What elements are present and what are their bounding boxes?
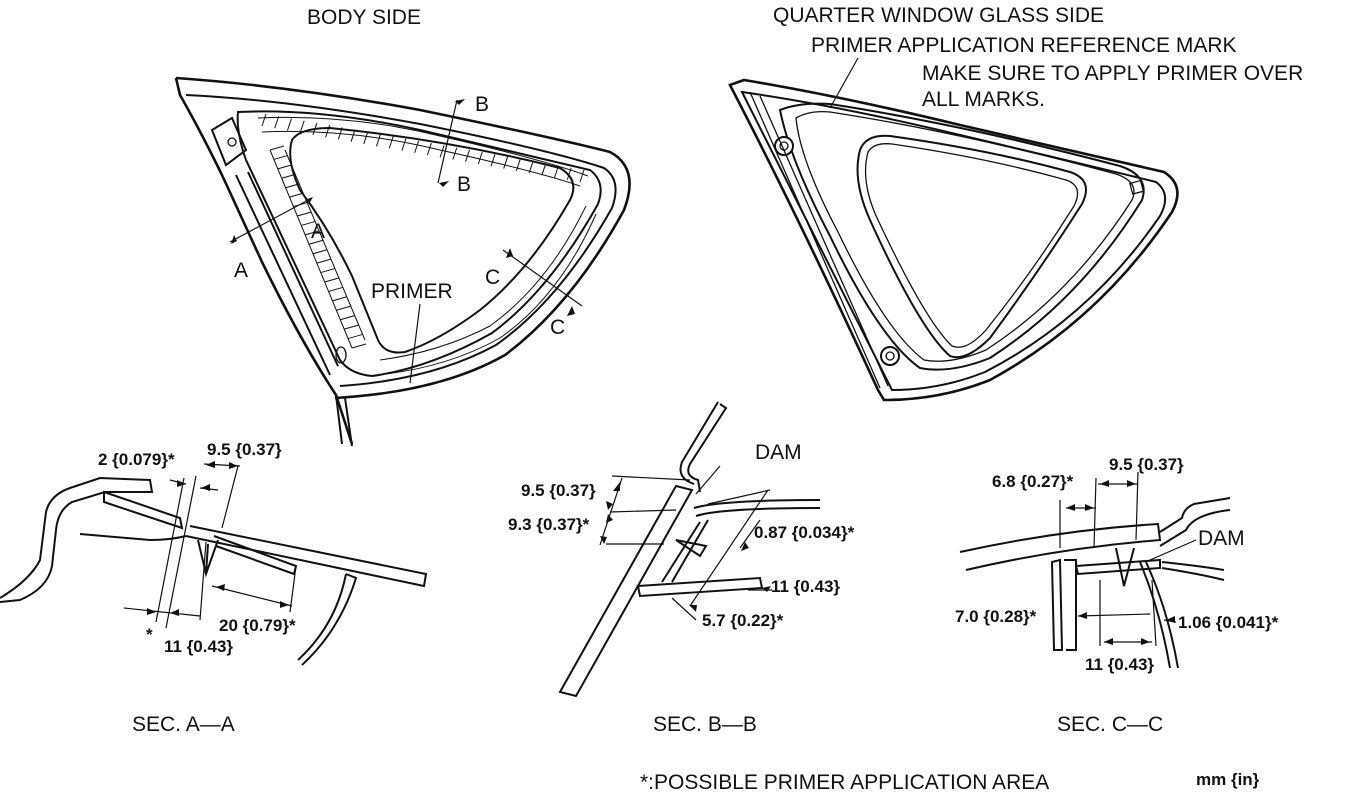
hatch-tick [297, 211, 312, 217]
section-b-drawing [558, 401, 821, 698]
hatch-tick [414, 140, 420, 154]
quarter-window-glass [728, 78, 1179, 402]
hatch-tick [439, 145, 445, 158]
hatch-tick [477, 151, 483, 165]
sec-c-dim-3: 7.0 {0.28}* [955, 607, 1037, 626]
marker-b-top: B [475, 93, 489, 116]
reference-mark-label: PRIMER APPLICATION REFERENCE MARK [811, 34, 1237, 57]
hatch-tick [301, 220, 316, 226]
hatch-tick [336, 305, 351, 311]
hatch-tick [286, 118, 292, 131]
hatch-tick [426, 142, 432, 156]
sec-b-caption: SEC. B—B [653, 713, 757, 736]
hatch-tick [274, 116, 280, 129]
sec-c-dim-5: 11 {0.43} [1085, 655, 1154, 674]
hatch-tick [340, 315, 355, 321]
hatch-tick [350, 129, 356, 142]
hatch-tick [347, 334, 363, 340]
hatch-tick [528, 160, 534, 174]
sec-a-dim-4: 11 {0.43} [164, 637, 233, 656]
sec-c-dim-2: 9.5 {0.37} [1109, 455, 1184, 474]
hatch-tick [351, 343, 367, 349]
hatch-tick [328, 286, 343, 292]
hatch-tick [566, 167, 572, 180]
section-cut-lines [229, 99, 583, 316]
section-c-drawing [959, 471, 1231, 669]
hatch-tick [388, 136, 394, 149]
sec-a-dim-3: 20 {0.79}* [219, 616, 296, 635]
hatch-tick [308, 239, 324, 245]
marker-c-bottom: C [550, 316, 565, 339]
hatch-tick [332, 296, 347, 302]
hatch-tick [316, 258, 331, 264]
sec-b-dam-label: DAM [755, 441, 802, 464]
primer-note-line2: ALL MARKS. [922, 88, 1045, 111]
hatch-tick [325, 125, 331, 138]
sec-c-dim-4: 1.06 {0.041}* [1178, 613, 1279, 632]
body-side-frame [174, 76, 631, 447]
hatch-tick [465, 149, 470, 162]
hatch-tick [324, 277, 339, 283]
sec-a-dim-1: 2 {0.079}* [98, 450, 175, 469]
sec-b-dim-5: 5.7 {0.22}* [702, 611, 784, 630]
hatch-tick [269, 145, 285, 151]
sec-b-dim-2: 9.3 {0.37}* [508, 515, 590, 534]
hatch-tick [490, 154, 496, 167]
unit-label: mm {in} [1196, 770, 1260, 789]
sec-b-dim-3: 0.87 {0.034}* [754, 523, 855, 542]
sec-c-dim-1: 6.8 {0.27}* [992, 472, 1074, 491]
hatch-tick [289, 192, 304, 198]
marker-a-left: A [234, 259, 248, 282]
sec-a-asterisk: * [146, 625, 153, 644]
hatch-tick [299, 120, 305, 133]
hatch-tick [261, 113, 267, 127]
hatch-tick [363, 131, 369, 145]
sec-a-caption: SEC. A—A [132, 713, 235, 736]
body-side-title: BODY SIDE [307, 6, 421, 29]
hatch-tick [376, 134, 381, 147]
sec-b-dim-1: 9.5 {0.37} [521, 481, 596, 500]
hatch-tick [305, 230, 320, 236]
footnote: *:POSSIBLE PRIMER APPLICATION AREA [640, 771, 1049, 794]
hatch-tick [401, 138, 407, 151]
hatch-tick [515, 158, 521, 171]
quarter-window-side-title: QUARTER WINDOW GLASS SIDE [773, 4, 1104, 27]
marker-a-right: A [311, 220, 325, 243]
hatch-tick [273, 154, 289, 160]
hatch-tick [277, 164, 292, 170]
hatch-tick [503, 156, 509, 169]
sec-c-caption: SEC. C—C [1057, 713, 1163, 736]
marker-b-bottom: B [457, 173, 471, 196]
primer-label: PRIMER [371, 280, 453, 303]
hatch-tick [320, 268, 335, 274]
sec-c-dam-label: DAM [1198, 527, 1245, 550]
hatch-tick [452, 147, 458, 160]
sec-b-dim-4: 11 {0.43} [771, 577, 840, 596]
hatch-tick [312, 249, 328, 255]
hatch-tick [579, 169, 585, 183]
sec-a-dim-2: 9.5 {0.37} [207, 440, 282, 459]
hatch-tick [344, 324, 359, 330]
marker-c-top: C [485, 266, 500, 289]
primer-note-line1: MAKE SURE TO APPLY PRIMER OVER [922, 62, 1303, 85]
section-a-drawing [0, 461, 428, 666]
